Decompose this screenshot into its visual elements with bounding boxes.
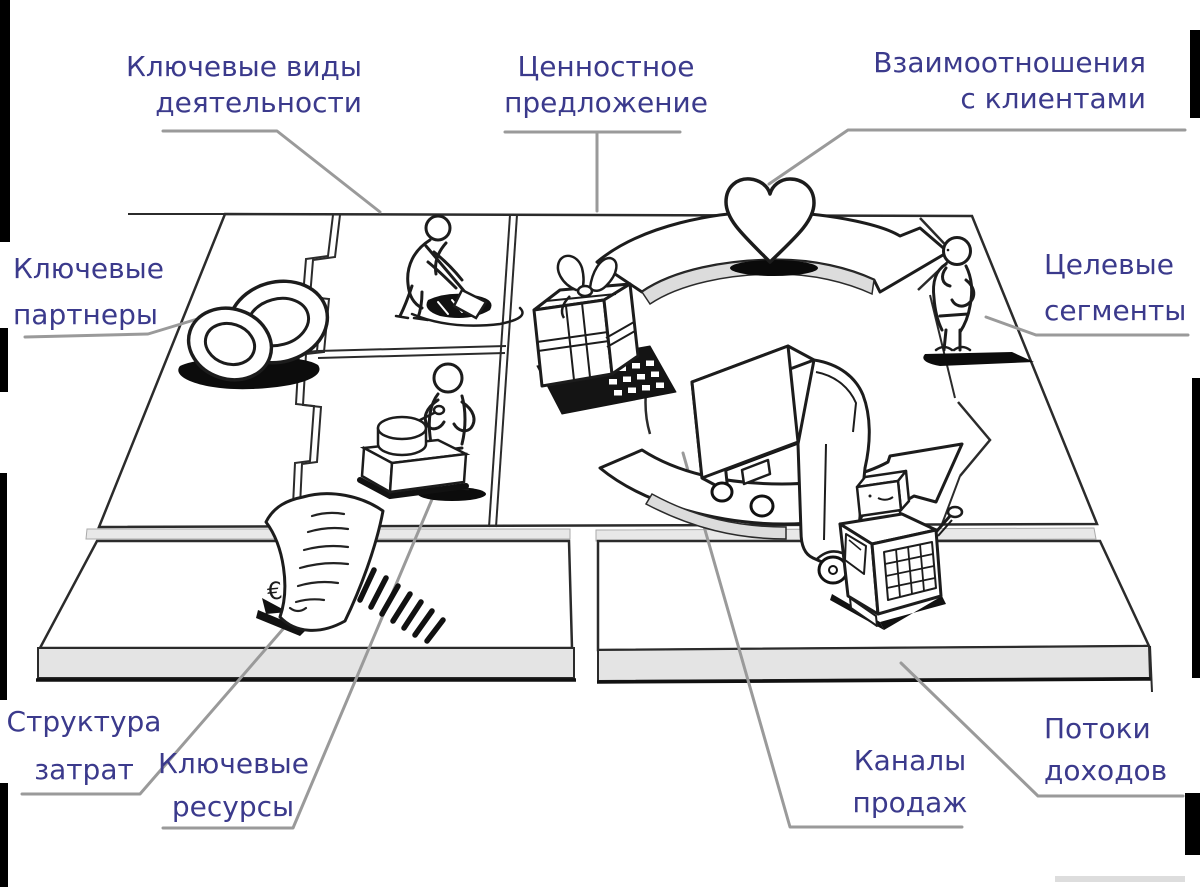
- label-key-partners: Ключевые партнеры: [13, 246, 173, 338]
- label-channels: Каналы продаж: [830, 740, 990, 824]
- cash-register-icon: [830, 469, 964, 630]
- person-with-machine-icon: [357, 362, 486, 501]
- label-key-resources: Ключевые ресурсы: [158, 742, 309, 828]
- leader-customer-relationships: [767, 128, 1187, 186]
- label-key-activities: Ключевые виды деятельности: [100, 49, 362, 121]
- label-line: доходов: [1044, 754, 1168, 787]
- leader-key-partners: [23, 315, 206, 339]
- label-cost-structure: Структура затрат: [6, 698, 162, 794]
- label-line: Каналы: [853, 744, 967, 777]
- label-line: Ключевые виды: [125, 50, 362, 83]
- linked-rings-icon: [178, 279, 330, 390]
- label-line: деятельности: [155, 86, 362, 119]
- label-line: Потоки: [1044, 712, 1151, 745]
- label-revenue-streams: Потоки доходов: [1044, 708, 1189, 792]
- label-line: Ценностное: [517, 50, 695, 83]
- label-line: Ключевые: [13, 252, 164, 285]
- label-line: ресурсы: [171, 790, 295, 823]
- label-customer-segments: Целевые сегменты: [1044, 242, 1194, 334]
- paper-euro-symbol: €: [266, 577, 284, 606]
- label-line: сегменты: [1044, 294, 1187, 327]
- gift-box-icon: [532, 254, 677, 415]
- leader-customer-segments: [984, 315, 1190, 337]
- label-line: Структура: [6, 705, 162, 738]
- label-line: Ключевые: [158, 747, 309, 780]
- digging-person-icon: [394, 214, 524, 327]
- leader-key-activities: [161, 129, 382, 214]
- label-line: предложение: [504, 86, 708, 119]
- heart-icon: [724, 177, 818, 276]
- label-line: партнеры: [13, 298, 158, 331]
- thinking-person-icon: [923, 236, 1034, 366]
- leader-cost-structure: [20, 619, 292, 796]
- label-line: затрат: [34, 753, 134, 786]
- document-icon: €: [256, 492, 446, 644]
- leader-key-resources: [161, 450, 454, 830]
- label-customer-relationships: Взаимоотношения с клиентами: [866, 45, 1146, 117]
- label-line: с клиентами: [960, 82, 1146, 115]
- label-line: Целевые: [1044, 248, 1174, 281]
- label-line: Взаимоотношения: [873, 46, 1146, 79]
- leader-revenue-streams: [899, 661, 1185, 798]
- label-line: продаж: [852, 786, 968, 819]
- leader-channels: [681, 451, 964, 829]
- scan-smudge: [1055, 876, 1185, 882]
- label-value-proposition: Ценностное предложение: [492, 49, 720, 121]
- label-leader-lines: [20, 128, 1190, 830]
